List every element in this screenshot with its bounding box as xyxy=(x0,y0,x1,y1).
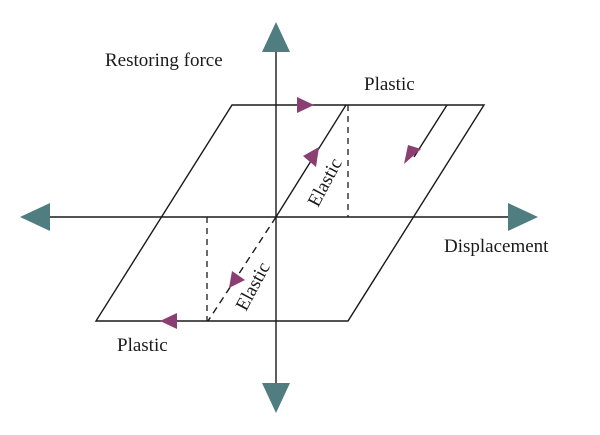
hysteresis-loop xyxy=(94,104,486,322)
unloading-arrow xyxy=(404,145,421,164)
x-axis-left-arrow xyxy=(20,203,50,231)
plastic-label-top: Plastic xyxy=(364,74,415,95)
x-axis-label: Displacement xyxy=(444,236,549,257)
y-axis-label: Restoring force xyxy=(105,50,223,71)
y-axis-top-arrow xyxy=(262,22,290,52)
elastic-unloading-arrow xyxy=(229,271,245,288)
x-axis-right-arrow xyxy=(508,203,538,231)
elastic-loading-arrow xyxy=(303,147,319,167)
unloading-path-line xyxy=(413,104,448,158)
elastic-label-lower: Elastic xyxy=(232,259,275,315)
y-axis-bottom-arrow xyxy=(262,383,290,413)
bottom-edge-arrow xyxy=(160,313,177,329)
top-edge-arrow xyxy=(297,97,314,113)
elastic-unloading-line xyxy=(207,216,277,322)
plastic-label-bottom: Plastic xyxy=(117,335,168,356)
